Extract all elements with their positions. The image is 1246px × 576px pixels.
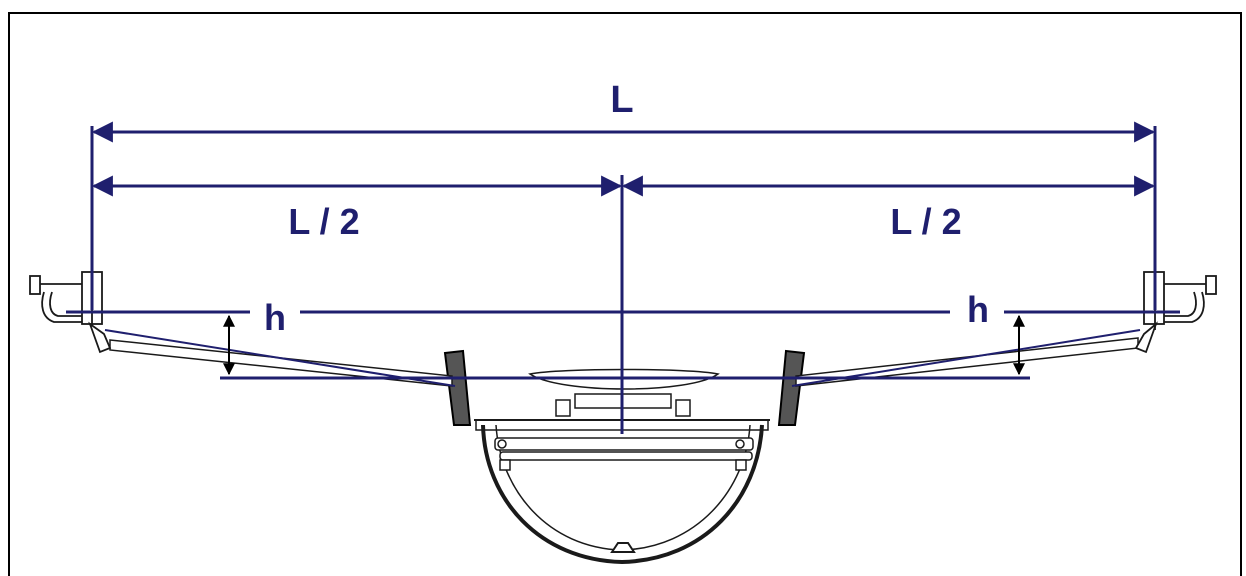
total-span-label: L (610, 79, 633, 121)
diagram-frame (8, 12, 1242, 576)
height-label-right: h (967, 289, 989, 330)
dimension-lines (66, 121, 1180, 434)
rowlock-left (29, 268, 112, 354)
half-span-label-left: L / 2 (288, 201, 359, 242)
height-label-left: h (264, 297, 286, 338)
gunwale-pads (443, 349, 806, 426)
half-span-label-right: L / 2 (890, 201, 961, 242)
height-arrows (223, 314, 1025, 376)
rowlock-right (1134, 268, 1217, 354)
